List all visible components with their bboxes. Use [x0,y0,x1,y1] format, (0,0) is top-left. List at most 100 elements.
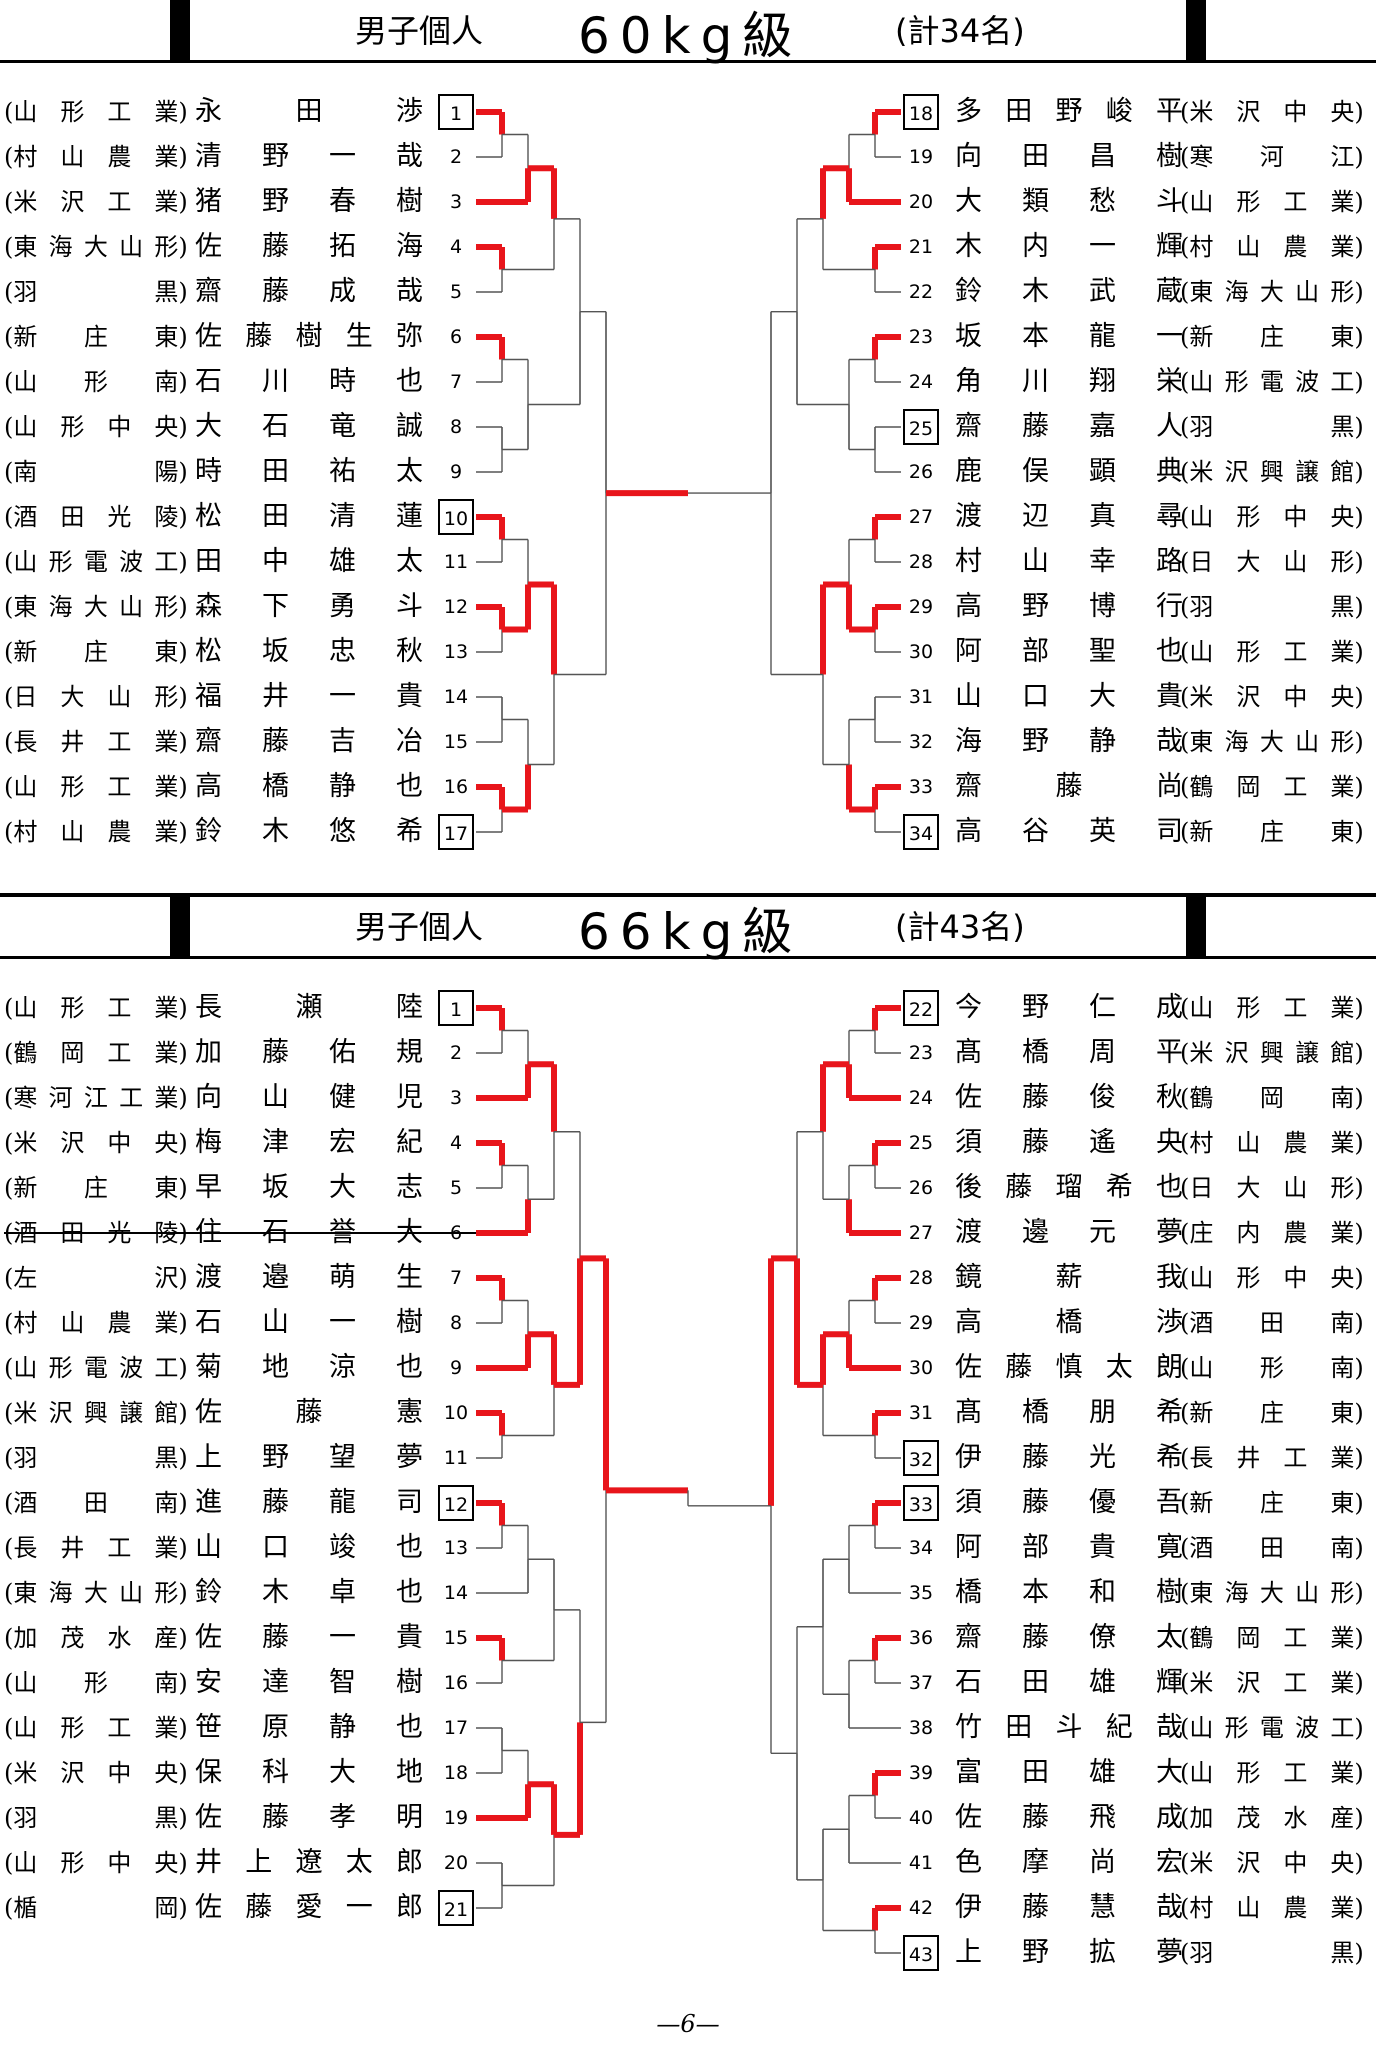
draw-number: 25 [908,1132,934,1154]
athlete-name: 佐藤飛成 [955,1798,1183,1838]
char: 中 [107,1759,132,1787]
paren: ) [178,593,188,621]
char: 藤 [262,1487,289,1518]
char: 形 [1330,1174,1355,1202]
paren: ( [1180,1579,1190,1607]
paren: ( [4,548,14,576]
paren: ( [4,1669,14,1697]
athlete-name: 齋藤嘉人 [955,407,1183,447]
char: 鶴 [1189,1624,1214,1652]
char: 紀 [396,1127,423,1158]
draw-number: 18 [443,1762,469,1784]
school-label: (酒田南) [4,1483,188,1523]
char: 渉 [1156,1307,1183,1338]
char: 山 [1189,1759,1214,1787]
char: 川 [262,366,289,397]
school-name: 東海大山形 [1189,1573,1354,1613]
char: 央 [1330,683,1355,711]
school-name: 山形工業 [1189,182,1354,222]
char: 向 [195,1082,222,1113]
paren: ( [4,1534,14,1562]
char: 悠 [329,816,356,847]
athlete-name: 多田野峻平 [955,92,1183,132]
char: 阿 [955,1532,982,1563]
char: 尚 [1089,1847,1116,1878]
school-name: 酒田南 [13,1483,178,1523]
school-name: 長井工業 [1189,1438,1354,1478]
char: 村 [13,1309,38,1337]
school-label: (東海大山形) [1180,722,1364,762]
char: 沢 [1236,98,1261,126]
char: 司 [396,1487,423,1518]
char: 村 [955,546,982,577]
header-bar-left [170,896,190,958]
char: 也 [1156,636,1183,667]
char: 保 [195,1757,222,1788]
paren: ( [1180,773,1190,801]
char: 哉 [396,276,423,307]
char: 朋 [1089,1397,1116,1428]
school-name: 山形南 [13,362,178,402]
char: 萌 [329,1262,356,1293]
school-name: 米沢中央 [13,1753,178,1793]
char: 和 [1089,1577,1116,1608]
char: 新 [13,1174,38,1202]
char: 村 [1189,1129,1214,1157]
paren: ) [178,368,188,396]
char: 央 [154,413,179,441]
school-name: 米沢工業 [13,182,178,222]
school-name: 米沢興譲館 [13,1393,178,1433]
char: 高 [955,816,982,847]
draw-number: 8 [449,1312,463,1334]
paren: ) [178,1174,188,1202]
athlete-name: 進藤龍司 [195,1483,423,1523]
char: 志 [396,1172,423,1203]
athlete-name: 山口竣也 [195,1528,423,1568]
char: 業 [1330,638,1355,666]
char: 業 [154,143,179,171]
draw-number: 27 [908,1222,934,1244]
draw-number: 2 [449,146,463,168]
paren: ) [1354,1444,1364,1472]
paren: ( [1180,1219,1190,1247]
char: 庄 [83,1174,108,1202]
paren: ( [1180,1624,1190,1652]
paren: ) [1354,773,1364,801]
paren: ( [4,503,14,531]
school-name: 山形工業 [13,767,178,807]
char: 南 [1330,1534,1355,1562]
char: 田 [1005,96,1033,127]
char: 木 [262,816,289,847]
paren: ) [1354,1309,1364,1337]
char: 山 [955,681,982,712]
char: 一 [329,681,356,712]
char: 雄 [1089,1667,1116,1698]
char: 山 [60,143,85,171]
char: 米 [13,1399,38,1427]
char: 野 [1022,1937,1049,1968]
char: 遼 [295,1847,323,1878]
school-label: (加茂水産) [4,1618,188,1658]
paren: ( [4,818,14,846]
char: 形 [154,683,179,711]
char: 新 [13,323,38,351]
paren: ) [1354,503,1364,531]
char: 米 [1189,683,1214,711]
school-label: (東海大山形) [1180,1573,1364,1613]
char: 尋 [1156,501,1183,532]
char: 祐 [329,456,356,487]
char: 藤 [1022,1082,1049,1113]
athlete-name: 齋藤尚 [955,767,1183,807]
